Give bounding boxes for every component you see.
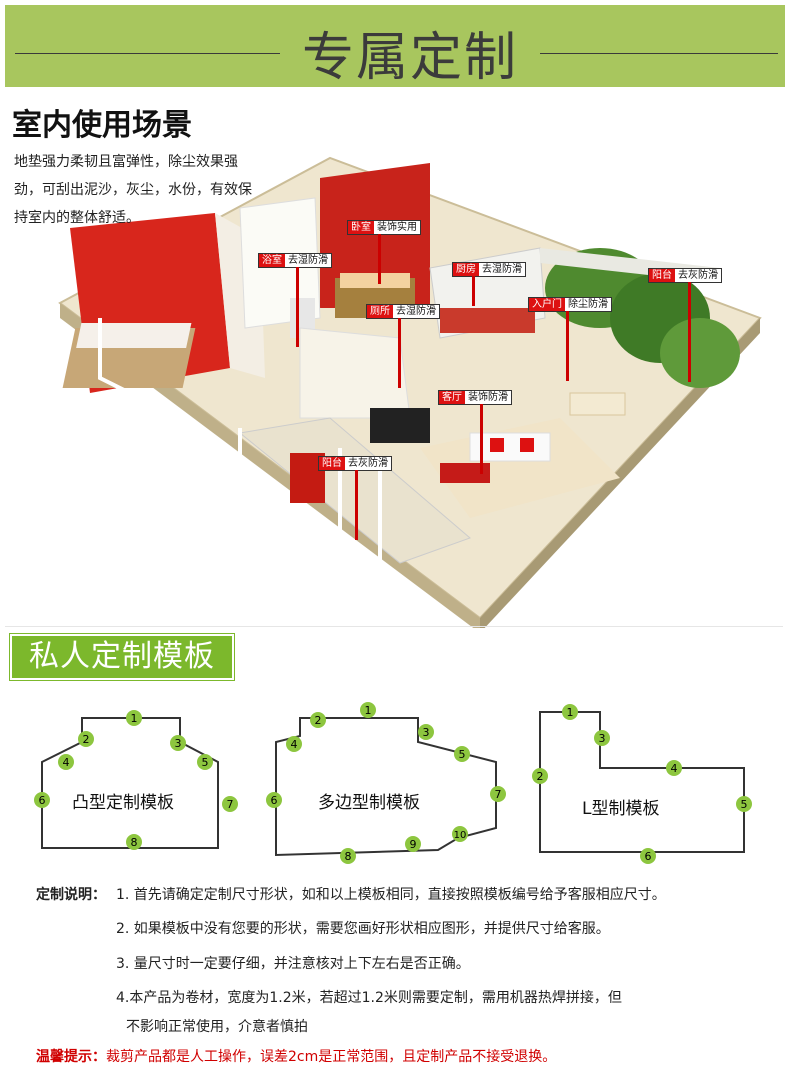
- template-l-shape-label: L型制模板: [582, 799, 660, 819]
- tag-feature: 去湿防滑: [288, 255, 328, 266]
- note-item-1: 1. 首先请确定定制尺寸形状，如和以上模板相同，直接按照模板编号给予客服相应尺寸…: [116, 887, 666, 903]
- note-item-2: 2. 如果模板中没有您要的形状，需要您画好形状相应图形，并提供尺寸给客服。: [116, 921, 610, 937]
- node-label: 1: [131, 712, 138, 725]
- node-label: 2: [537, 770, 544, 783]
- node-label: 8: [345, 850, 352, 863]
- scene-title: 室内使用场景: [12, 108, 192, 143]
- node-label: 2: [315, 714, 322, 727]
- tag-pin: [688, 282, 691, 382]
- node-label: 5: [202, 756, 209, 769]
- section-divider: [5, 626, 783, 627]
- tag-pin: [480, 404, 483, 474]
- template-convex-diagram: 1 2 3 4 5 6 7 8: [34, 710, 238, 850]
- node-label: 5: [459, 748, 466, 761]
- tag-toilet: 厕所 去湿防滑: [366, 304, 440, 319]
- tag-balcony-rear: 阳台 去灰防滑: [648, 268, 722, 283]
- node-label: 7: [227, 798, 234, 811]
- template-polygon-label: 多边型制模板: [318, 793, 420, 813]
- scene-description: 地垫强力柔韧且富弹性，除尘效果强劲，可刮出泥沙，灰尘，水份，有效保持室内的整体舒…: [14, 154, 252, 226]
- node-label: 4: [63, 756, 70, 769]
- tag-room: 入户门: [529, 298, 565, 311]
- tag-entrance: 入户门 除尘防滑: [528, 297, 612, 312]
- node-label: 3: [423, 726, 430, 739]
- banner-left-rule: [15, 53, 280, 54]
- tag-room: 厕所: [367, 305, 393, 318]
- node-label: 8: [131, 836, 138, 849]
- page-title: 专属定制: [301, 28, 518, 88]
- templates-section-title: 私人定制模板: [9, 633, 235, 681]
- template-convex-label: 凸型定制模板: [72, 793, 174, 813]
- note-item-3: 3. 量尺寸时一定要仔细，并注意核对上下左右是否正确。: [116, 956, 470, 972]
- tag-feature: 去湿防滑: [482, 264, 522, 275]
- tag-pin: [355, 470, 358, 540]
- tag-pin: [398, 318, 401, 388]
- tag-feature: 除尘防滑: [568, 299, 608, 310]
- warm-heading: 温馨提示：: [36, 1049, 106, 1065]
- warm-text: 裁剪产品都是人工操作，误差2cm是正常范围，且定制产品不接受退换。: [106, 1049, 557, 1065]
- tag-room: 厨房: [453, 263, 479, 276]
- tag-pin: [378, 234, 381, 284]
- node-label: 1: [365, 704, 372, 717]
- tag-feature: 去湿防滑: [396, 306, 436, 317]
- notes-heading: 定制说明：: [36, 884, 106, 904]
- node-label: 6: [271, 794, 278, 807]
- tag-pin: [296, 267, 299, 347]
- warm-reminder: 温馨提示：裁剪产品都是人工操作，误差2cm是正常范围，且定制产品不接受退换。: [36, 1046, 556, 1066]
- tag-room: 阳台: [649, 269, 675, 282]
- node-label: 10: [454, 830, 467, 841]
- tag-room: 卧室: [348, 221, 374, 234]
- tag-room: 阳台: [319, 457, 345, 470]
- tag-kitchen: 厨房 去湿防滑: [452, 262, 526, 277]
- node-label: 2: [83, 733, 90, 746]
- tag-room: 客厅: [439, 391, 465, 404]
- tag-feature: 装饰实用: [377, 222, 417, 233]
- node-label: 6: [39, 794, 46, 807]
- template-l-shape-diagram: 1 2 3 4 5 6: [532, 704, 752, 864]
- tag-living-room: 客厅 装饰防滑: [438, 390, 512, 405]
- node-label: 5: [741, 798, 748, 811]
- tag-balcony-front: 阳台 去灰防滑: [318, 456, 392, 471]
- tag-room: 浴室: [259, 254, 285, 267]
- tag-feature: 去灰防滑: [678, 270, 718, 281]
- header-banner: 专属定制: [5, 5, 785, 88]
- node-label: 4: [291, 738, 298, 751]
- node-label: 6: [645, 850, 652, 863]
- notes-heading-text: 定制说明：: [36, 887, 106, 903]
- tag-bathroom: 浴室 去湿防滑: [258, 253, 332, 268]
- tag-feature: 装饰防滑: [468, 392, 508, 403]
- banner-right-rule: [540, 53, 778, 54]
- node-label: 1: [567, 706, 574, 719]
- tag-bedroom: 卧室 装饰实用: [347, 220, 421, 235]
- node-label: 3: [599, 732, 606, 745]
- node-label: 7: [495, 788, 502, 801]
- tag-pin: [566, 311, 569, 381]
- floorplan-illustration: [58, 156, 762, 628]
- template-polygon-diagram: 1 2 3 4 5 6 7 8 9 10: [266, 702, 506, 864]
- node-label: 3: [175, 737, 182, 750]
- node-label: 9: [410, 838, 417, 851]
- node-label: 4: [671, 762, 678, 775]
- note-item-4-cont: 不影响正常使用，介意者慎拍: [126, 1019, 308, 1035]
- tag-feature: 去灰防滑: [348, 458, 388, 469]
- note-item-4: 4.本产品为卷材，宽度为1.2米，若超过1.2米则需要定制，需用机器热焊拼接，但: [116, 990, 622, 1006]
- tag-pin: [472, 276, 475, 306]
